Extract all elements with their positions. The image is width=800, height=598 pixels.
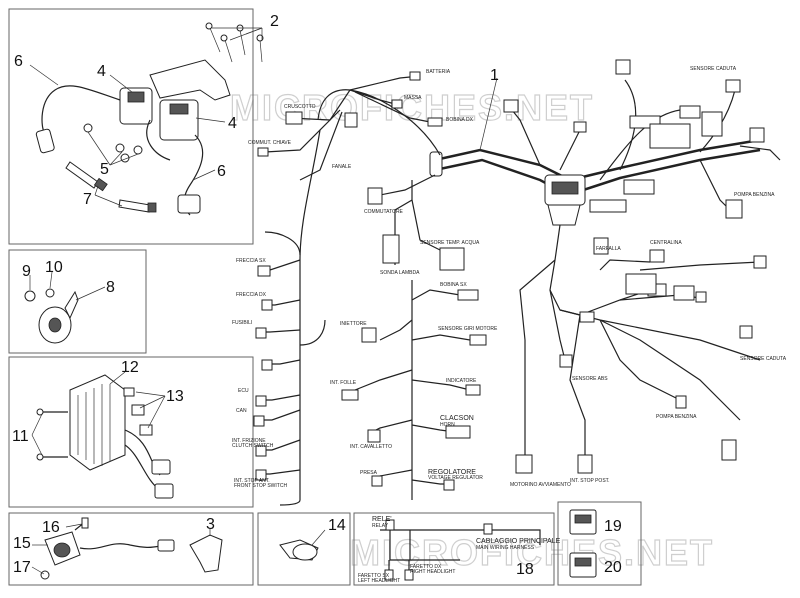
label-cruscotto: CRUSCOTTO <box>284 104 316 110</box>
relay-group <box>569 509 597 578</box>
callout-8: 8 <box>106 279 115 296</box>
callout-6a: 6 <box>14 53 23 70</box>
callout-19: 19 <box>604 518 622 535</box>
regulator-group <box>31 371 174 499</box>
label-motorino: MOTORINO AVVIAMENTO <box>510 482 571 488</box>
callout-6b: 6 <box>217 163 226 180</box>
label-sensore-giri: SENSORE GIRI MOTORE <box>438 326 498 332</box>
label-bobina-sx: BOBINA SX <box>440 282 467 288</box>
label-int-frizione-sub: CLUTCH SWITCH <box>232 443 274 449</box>
label-ecu: ECU <box>238 388 249 394</box>
horn-group <box>24 271 106 344</box>
label-cablaggio: CABLAGGIO PRINCIPALE <box>476 538 561 545</box>
panel-key <box>257 512 351 586</box>
label-iniettore: INIETTORE <box>340 321 367 327</box>
label-sensore-caduta-top: SENSORE CADUTA <box>690 66 737 72</box>
callout-16: 16 <box>42 519 60 536</box>
label-clacson: CLACSON <box>440 415 474 422</box>
label-cavalletto: INT. CAVALLETTO <box>350 444 392 450</box>
label-freccia-dx: FRECCIA DX <box>236 292 267 298</box>
panel-regulator <box>8 356 254 508</box>
label-faretto-sx-sub: LEFT HEADLIGHT <box>358 578 400 584</box>
label-chiave: COMMUT. CHIAVE <box>248 140 292 146</box>
label-cablaggio-sub: MAIN WIRING HARNESS <box>476 545 535 551</box>
label-freccia-sx: FRECCIA SX <box>236 258 266 264</box>
key-switch-group <box>279 529 326 561</box>
ignition-coil-group <box>29 22 264 216</box>
label-clacson-sub: HORN <box>440 422 455 428</box>
label-sensore-abs: SENSORE ABS <box>572 376 608 382</box>
callout-10: 10 <box>45 259 63 276</box>
label-can: CAN <box>236 408 247 414</box>
callout-20: 20 <box>604 559 622 576</box>
label-batteria: BATTERIA <box>426 69 451 75</box>
label-presa: PRESA <box>360 470 378 476</box>
callout-18: 18 <box>516 561 534 578</box>
label-regolatore: REGOLATORE <box>428 469 476 476</box>
main-harness <box>253 59 781 506</box>
label-faretto-dx-sub: RIGHT HEADLIGHT <box>410 569 455 575</box>
callout-7: 7 <box>83 191 92 208</box>
label-int-stop-ant: INT. STOP ANT. <box>234 478 270 484</box>
label-sensore-temp: SENSORE TEMP. ACQUA <box>420 240 480 246</box>
label-regolatore-sub: VOLTAGE REGULATOR <box>428 475 483 481</box>
label-centralina: CENTRALINA <box>650 240 682 246</box>
label-massa: MASSA <box>404 95 422 101</box>
label-fanale: FANALE <box>332 164 352 170</box>
callout-17: 17 <box>13 559 31 576</box>
panel-headlights <box>353 512 555 586</box>
panel-ignition <box>8 8 254 245</box>
callout-1: 1 <box>490 67 499 84</box>
panel-relays <box>557 501 642 586</box>
callout-13: 13 <box>166 388 184 405</box>
label-pompa-top: POMPA BENZINA <box>734 192 775 198</box>
label-int-stop-ant-sub: FRONT STOP SWITCH <box>234 483 287 489</box>
callout-4a: 4 <box>97 63 106 80</box>
callout-14: 14 <box>328 517 346 534</box>
label-rele-sub: RELAY <box>372 523 389 529</box>
label-sonda-lambda: SONDA LAMBDA <box>380 270 420 276</box>
label-rele: RELE' <box>372 516 392 523</box>
label-faretto-dx: FARETTO DX <box>410 564 442 570</box>
harness-labels: BATTERIA MASSA BOBINA DX CRUSCOTTO COMMU… <box>232 66 787 489</box>
label-commutatore: COMMUTATORE <box>364 209 404 215</box>
callout-15: 15 <box>13 535 31 552</box>
label-neutral: INT. FOLLE <box>330 380 357 386</box>
panel-sensor <box>8 512 254 586</box>
label-fusibili: FUSIBILI <box>232 320 252 326</box>
callout-12: 12 <box>121 359 139 376</box>
callout-4b: 4 <box>228 115 237 132</box>
callout-2: 2 <box>270 13 279 30</box>
headlight-harness-group <box>380 519 541 581</box>
label-faretto-sx: FARETTO SX <box>358 573 390 579</box>
label-int-frizione: INT. FRIZIONE <box>232 438 266 444</box>
sensor-group <box>31 517 223 580</box>
panel-horn <box>8 249 147 354</box>
callout-3: 3 <box>206 516 215 533</box>
label-bobina-dx: BOBINA DX <box>446 117 474 123</box>
label-sensore-caduta: SENSORE CADUTA <box>740 356 787 362</box>
label-indicatore: INDICATORE <box>446 378 477 384</box>
callout-9: 9 <box>22 263 31 280</box>
label-stop-post: INT. STOP POST. <box>570 478 610 484</box>
callout-11: 11 <box>12 428 29 445</box>
label-farfalla: FARFALLA <box>596 246 621 252</box>
label-pompa-benzina: POMPA BENZINA <box>656 414 697 420</box>
callout-5: 5 <box>100 161 109 178</box>
